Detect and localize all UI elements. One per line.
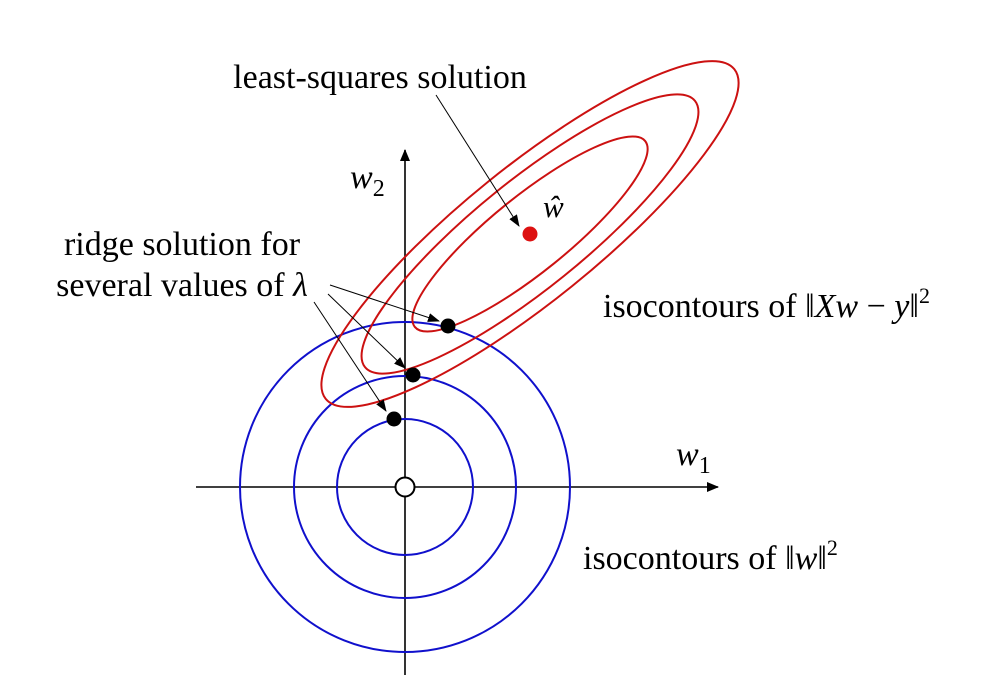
w-hat-label: ŵ <box>543 189 564 224</box>
w2-axis-label: w2 <box>350 159 385 202</box>
ls-iso-exponent: 2 <box>919 283 930 308</box>
w1-symbol: w <box>676 436 699 473</box>
ls-isocontours-label: isocontours of ‖Xw − y‖2 <box>603 283 930 325</box>
norm-circle-middle <box>293 375 517 599</box>
ls-arrow <box>435 94 520 227</box>
norm-iso-w: w <box>795 540 818 577</box>
w1-subscript: 1 <box>699 453 711 479</box>
ls-ellipse-middle <box>360 93 700 375</box>
least-squares-point <box>522 226 538 242</box>
ls-iso-prefix: isocontours of <box>603 288 805 325</box>
w2-symbol: w <box>350 159 373 196</box>
norm-circle-outer <box>239 321 571 653</box>
w1-axis-label: w1 <box>676 436 711 479</box>
ls-iso-close: ‖ <box>909 288 919 325</box>
norm-iso-close: ‖ <box>817 540 827 577</box>
norm-iso-open: ‖ <box>785 540 795 577</box>
least-squares-label: least-squares solution <box>233 59 527 96</box>
ridge-label-line2: several values of λ <box>56 267 308 304</box>
w2-subscript: 2 <box>373 176 385 202</box>
norm-iso-prefix: isocontours of <box>583 540 785 577</box>
ridge-arrow-3 <box>313 301 387 412</box>
norm-isocontours-label: isocontours of ‖w‖2 <box>583 535 838 577</box>
norm-circle-inner <box>336 418 474 556</box>
ls-ellipse-outer <box>320 60 740 408</box>
ridge-point-3 <box>386 411 402 427</box>
ls-iso-y: y <box>891 288 910 325</box>
ls-iso-X: X <box>813 288 837 325</box>
norm-iso-exponent: 2 <box>827 535 838 560</box>
ridge-point-1 <box>440 318 456 334</box>
ls-iso-open: ‖ <box>805 288 815 325</box>
ls-iso-w: w <box>835 288 858 325</box>
lambda-symbol: λ <box>292 267 308 304</box>
ridge-arrow-1 <box>329 284 440 322</box>
ls-ellipse-inner <box>411 135 649 333</box>
ridge-label-text: several values of <box>56 267 293 304</box>
origin-marker <box>394 476 416 498</box>
ls-iso-minus: − <box>858 288 894 325</box>
ridge-point-2 <box>405 367 421 383</box>
ridge-label-line1: ridge solution for <box>64 226 301 263</box>
ridge-arrow-2 <box>327 293 406 369</box>
